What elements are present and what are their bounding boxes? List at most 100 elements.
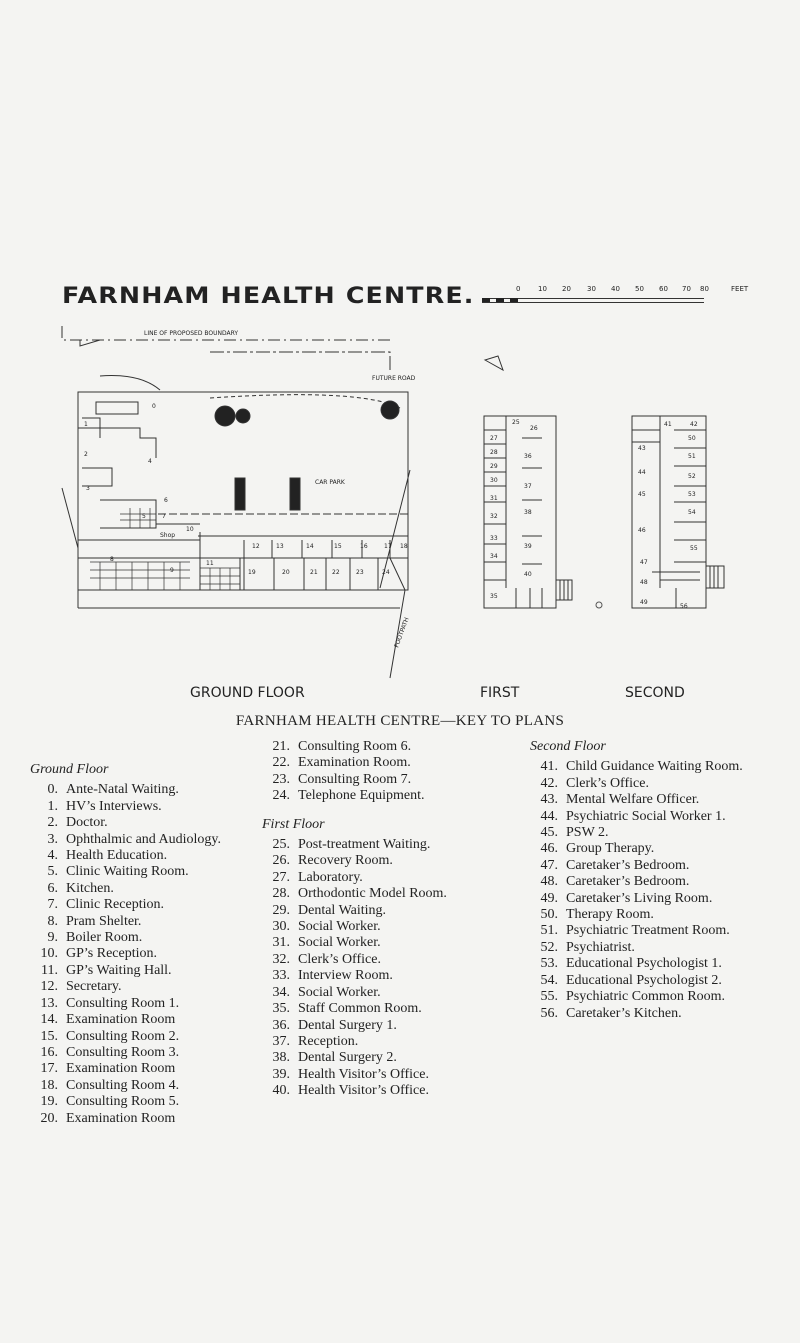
vehicle bbox=[234, 477, 246, 511]
key-entry: 50.Therapy Room. bbox=[530, 907, 743, 923]
key-entry: 2.Doctor. bbox=[30, 815, 221, 831]
north-arrow-icon bbox=[483, 355, 504, 372]
vehicle bbox=[289, 477, 301, 511]
key-entry: 42.Clerk’s Office. bbox=[530, 776, 743, 792]
boundary-corner bbox=[79, 339, 101, 347]
key-entry-number: 29. bbox=[272, 902, 291, 918]
key-entry-label: GP’s Waiting Hall. bbox=[66, 962, 172, 978]
key-entry: 0. Ante-Natal Waiting. bbox=[30, 782, 221, 798]
site-line bbox=[61, 487, 79, 549]
key-entry: 17.Examination Room bbox=[30, 1061, 221, 1077]
svg-text:16: 16 bbox=[360, 543, 368, 550]
key-entry: 20. Examination Room bbox=[30, 1111, 221, 1127]
key-entry-number: 12. bbox=[40, 979, 59, 995]
key-entry-label: Dental Surgery 1. bbox=[298, 1017, 397, 1033]
key-entry: 39.Health Visitor’s Office. bbox=[262, 1067, 447, 1083]
scale-block bbox=[496, 298, 504, 302]
svg-text:41: 41 bbox=[664, 421, 672, 428]
svg-text:32: 32 bbox=[490, 513, 498, 520]
key-entry-number: 19. bbox=[40, 1094, 59, 1110]
key-entry-label: Clerk’s Office. bbox=[298, 951, 381, 967]
key-entry-label: Health Visitor’s Office. bbox=[298, 1066, 429, 1082]
key-entry: 55. Psychiatric Common Room. bbox=[530, 989, 743, 1005]
key-entry-label: Clinic Reception. bbox=[66, 897, 164, 913]
svg-text:19: 19 bbox=[248, 569, 256, 576]
key-entry-label: Psychiatric Treatment Room. bbox=[566, 923, 730, 939]
key-entry-number: 13. bbox=[40, 995, 59, 1011]
scale-tick: 0 bbox=[516, 285, 521, 293]
svg-text:20: 20 bbox=[282, 569, 290, 576]
svg-text:24: 24 bbox=[382, 569, 390, 576]
key-entry-label: Educational Psychologist 1. bbox=[566, 956, 722, 972]
svg-text:21: 21 bbox=[310, 569, 318, 576]
key-entry-number: 20. bbox=[40, 1110, 59, 1126]
key-entry-number: 55. bbox=[540, 989, 559, 1005]
key-entry-number: 17. bbox=[40, 1061, 59, 1077]
key-entry-number: 16. bbox=[40, 1044, 59, 1060]
key-entry-label: Therapy Room. bbox=[566, 907, 654, 923]
svg-text:26: 26 bbox=[530, 425, 538, 432]
key-entry-number: 27. bbox=[272, 869, 291, 885]
key-entry-number: 11. bbox=[41, 962, 58, 978]
key-entry-label: Clerk’s Office. bbox=[566, 775, 649, 791]
scale-block bbox=[510, 298, 518, 302]
key-entry: 37.Reception. bbox=[262, 1034, 447, 1050]
svg-text:31: 31 bbox=[490, 495, 498, 502]
key-entry-number: 54. bbox=[540, 972, 559, 988]
key-entry-label: Interview Room. bbox=[298, 968, 393, 984]
key-entry: 11. GP’s Waiting Hall. bbox=[30, 963, 221, 979]
key-entry-label: Clinic Waiting Room. bbox=[66, 864, 189, 880]
key-entry-label: Kitchen. bbox=[66, 880, 114, 896]
room-partitions bbox=[243, 558, 379, 590]
key-entry: 46.Group Therapy. bbox=[530, 841, 743, 857]
key-entry-label: Recovery Room. bbox=[298, 853, 393, 869]
key-entry-number: 30. bbox=[272, 919, 291, 935]
key-entry: 27. Laboratory. bbox=[262, 870, 447, 886]
key-entry-label: Examination Room. bbox=[298, 755, 411, 771]
key-entry-number: 0. bbox=[47, 782, 59, 798]
scale-tick: 70 bbox=[682, 285, 691, 293]
svg-text:48: 48 bbox=[640, 579, 648, 586]
svg-text:56: 56 bbox=[680, 603, 688, 610]
key-entry-label: Examination Room bbox=[66, 1110, 176, 1126]
key-entry: 19.Consulting Room 5. bbox=[30, 1094, 221, 1110]
key-entry-label: Laboratory. bbox=[298, 869, 363, 885]
key-entry-number: 37. bbox=[272, 1033, 291, 1049]
svg-text:38: 38 bbox=[524, 509, 532, 516]
svg-text:55: 55 bbox=[690, 545, 698, 552]
key-entry: 4.Health Education. bbox=[30, 848, 221, 864]
scale-tick: 10 bbox=[538, 285, 547, 293]
key-entry-label: Doctor. bbox=[66, 815, 108, 831]
future-road-label: FUTURE ROAD bbox=[372, 375, 416, 382]
key-entry: 35.Staff Common Room. bbox=[262, 1001, 447, 1017]
key-entry-label: Ante-Natal Waiting. bbox=[66, 782, 179, 798]
wall bbox=[210, 557, 241, 590]
key-entry: 40.Health Visitor’s Office. bbox=[262, 1083, 447, 1099]
tree bbox=[235, 408, 251, 424]
svg-text:15: 15 bbox=[334, 543, 342, 550]
key-entry-label: Psychiatric Common Room. bbox=[566, 989, 726, 1005]
key-entry: 38.Dental Surgery 2. bbox=[262, 1050, 447, 1066]
key-entry-label: Caretaker’s Kitchen. bbox=[566, 1005, 682, 1021]
key-entry-label: Consulting Room 1. bbox=[66, 995, 180, 1011]
first-floor-heading: First Floor bbox=[262, 816, 325, 832]
scale-unit: FEET bbox=[731, 285, 749, 293]
key-entry: 15.Consulting Room 2. bbox=[30, 1029, 221, 1045]
svg-text:39: 39 bbox=[524, 543, 532, 550]
scale-tick: 40 bbox=[611, 285, 620, 293]
key-entry-number: 14. bbox=[40, 1012, 59, 1028]
key-entry: 5. Clinic Waiting Room. bbox=[30, 864, 221, 880]
key-entry-number: 38. bbox=[272, 1050, 291, 1066]
key-entry-label: Boiler Room. bbox=[66, 930, 143, 946]
key-entry: 26.Recovery Room. bbox=[262, 853, 447, 869]
room-partitions bbox=[243, 540, 391, 558]
key-column-second: Second Floor 41.Child Guidance Waiting R… bbox=[530, 739, 743, 1022]
key-entry-label: Caretaker’s Bedroom. bbox=[566, 857, 690, 873]
svg-text:28: 28 bbox=[490, 449, 498, 456]
key-entry-label: Ophthalmic and Audiology. bbox=[66, 831, 222, 847]
key-entry-number: 5. bbox=[47, 864, 59, 880]
key-entry-number: 48. bbox=[540, 874, 559, 890]
key-entry: 10.GP’s Reception. bbox=[30, 946, 221, 962]
key-entry-number: 15. bbox=[40, 1028, 59, 1044]
